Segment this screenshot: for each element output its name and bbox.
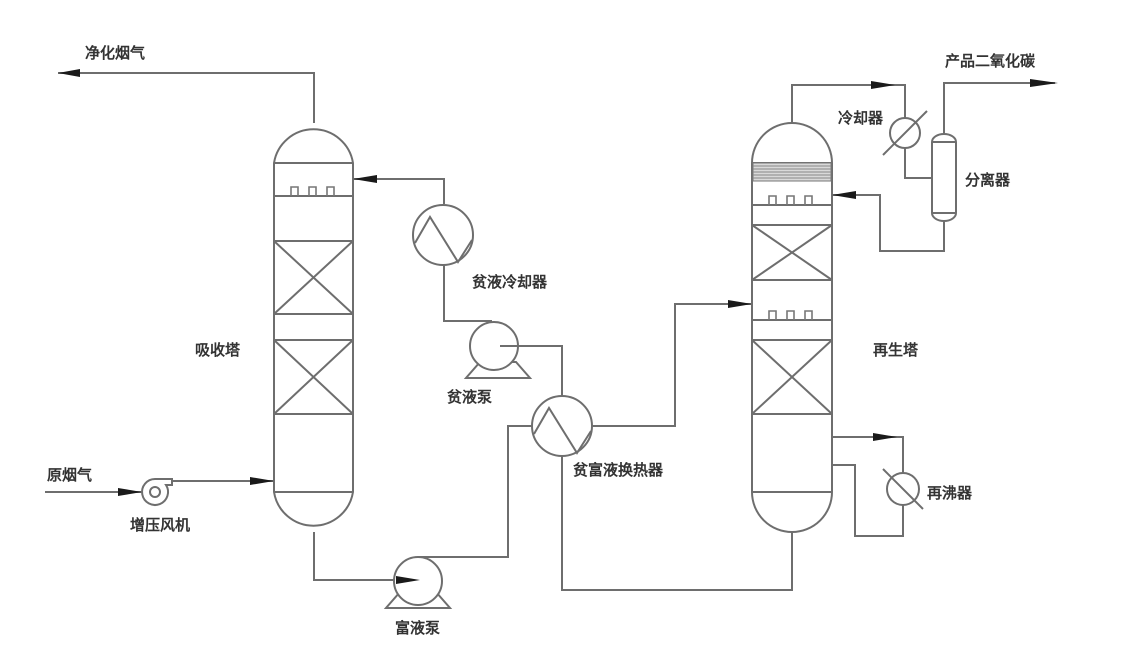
label-clean-flue-gas: 净化烟气 [85, 44, 145, 62]
clean-flue-gas-stream [58, 69, 315, 123]
arrow-right-icon [250, 477, 274, 485]
label-regenerator: 再生塔 [873, 341, 919, 359]
lean-pump-icon [463, 321, 562, 379]
arrow-left-icon [832, 191, 856, 199]
label-lean-pump: 贫液泵 [447, 388, 492, 406]
regenerator-column [751, 122, 833, 533]
label-rich-pump: 富液泵 [395, 619, 440, 637]
reflux-stream [832, 191, 945, 252]
lean-cooler-icon [412, 204, 474, 266]
rich-feed-stream [592, 300, 752, 427]
lean-rich-exchanger-icon [531, 395, 593, 457]
arrow-left-icon [353, 175, 377, 183]
label-reboiler: 再沸器 [927, 484, 973, 502]
label-product-co2: 产品二氧化碳 [945, 52, 1036, 70]
reboiler-loop [832, 433, 904, 537]
label-booster-fan: 增压风机 [130, 516, 190, 534]
arrow-left-icon [58, 69, 80, 77]
separator-icon [931, 133, 957, 222]
cooler-icon [882, 110, 928, 156]
reboiler-icon [882, 468, 924, 510]
rich-pump-icon [383, 556, 453, 609]
label-lean-rich-exchanger: 贫富液换热器 [573, 461, 664, 479]
absorber-column [273, 128, 354, 527]
arrow-right-icon [871, 81, 895, 89]
label-absorber: 吸收塔 [195, 341, 241, 359]
label-cooler: 冷却器 [838, 109, 884, 127]
product-co2-stream [943, 79, 1058, 134]
arrow-right-icon [1030, 79, 1058, 87]
arrow-right-icon [118, 488, 142, 496]
overhead-stream [791, 81, 932, 179]
arrow-right-icon [873, 433, 897, 441]
lean-solution-stream [353, 175, 793, 591]
label-lean-cooler: 贫液冷却器 [472, 273, 548, 291]
raw-flue-gas-stream [45, 477, 274, 496]
label-raw-flue-gas: 原烟气 [47, 466, 92, 484]
arrow-right-icon [728, 300, 752, 308]
booster-fan-icon [141, 478, 173, 506]
label-separator: 分离器 [965, 171, 1011, 189]
